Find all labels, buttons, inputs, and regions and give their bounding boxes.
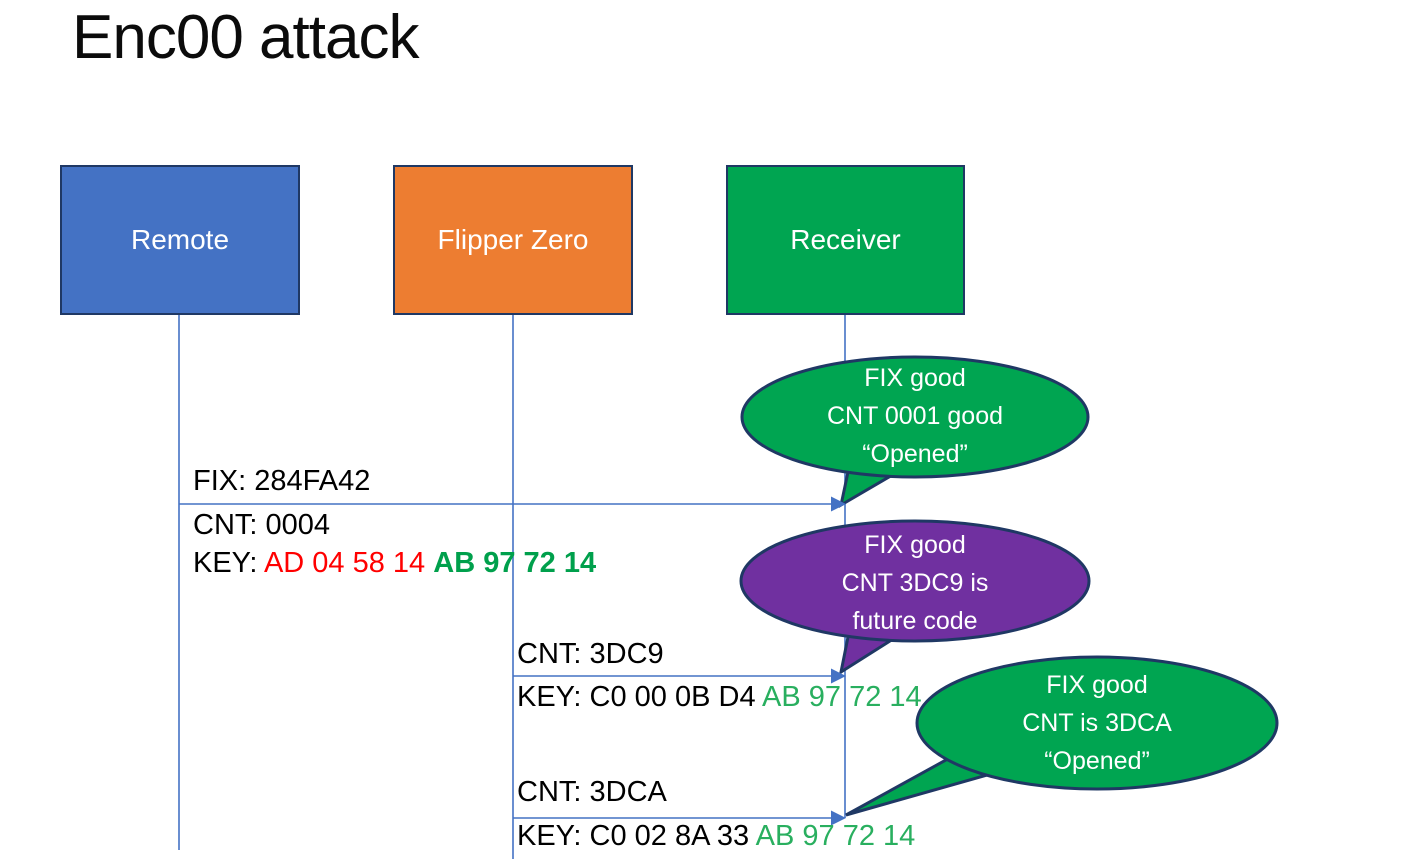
message1-key-green-bytes: AB 97 72 14	[433, 547, 597, 579]
bubble1-line1: FIX good	[864, 364, 966, 392]
speech-bubble-fix-cnt0001	[740, 355, 1090, 509]
bubble2-line3: future code	[852, 607, 978, 635]
speech-bubble2-text: FIX good CNT 3DC9 is future code	[765, 526, 1065, 640]
actor-box-remote: Remote	[60, 165, 300, 315]
message2-key-green-bytes: AB 97 72 14	[762, 681, 922, 713]
speech-bubble-body	[915, 655, 1279, 791]
message3-key-green-bytes: AB 97 72 14	[755, 820, 916, 852]
arrow-remote-to-receiver	[179, 496, 846, 512]
arrow-flipper-to-receiver-1	[513, 668, 846, 684]
arrow-flipper-to-receiver-2	[513, 810, 846, 826]
speech-bubble-body	[740, 355, 1090, 479]
actor-box-receiver: Receiver	[726, 165, 965, 315]
arrowhead-icon	[831, 668, 846, 684]
arrowhead-icon	[831, 496, 846, 512]
actor-box-flipper-zero: Flipper Zero	[393, 165, 633, 315]
bubble1-line2: CNT 0001 good	[826, 402, 1004, 430]
bubble3-line2: CNT is 3DCA	[1022, 709, 1172, 737]
message3-cnt-label: CNT: 3DCA	[517, 776, 667, 808]
message2-key-prefix: KEY: C0 00 0B D4	[517, 681, 763, 713]
message1-cnt-label: CNT: 0004	[193, 509, 331, 541]
message2-cnt-label: CNT: 3DC9	[517, 638, 664, 670]
speech-bubble-fix-cnt3dca	[845, 655, 1279, 817]
bubble1-line3: “Opened”	[862, 440, 968, 468]
bubble3-line3: “Opened”	[1044, 747, 1150, 775]
speech-bubble-fix-cnt3dc9	[739, 519, 1091, 676]
arrowhead-icon	[831, 810, 846, 826]
actor-label-remote: Remote	[130, 224, 230, 255]
bubble2-line2: CNT 3DC9 is	[841, 569, 989, 597]
message1-key-label: KEY: AD 04 58 14 AB 97 72 14	[193, 547, 597, 580]
actor-label-receiver: Receiver	[790, 224, 901, 255]
speech-bubble1-text: FIX good CNT 0001 good “Opened”	[765, 359, 1065, 473]
actor-label-flipper-zero: Flipper Zero	[437, 224, 589, 255]
message2-key-label: KEY: C0 00 0B D4 AB 97 72 14	[517, 681, 922, 714]
message1-key-red-bytes: AD 04 58 14	[263, 547, 434, 579]
bubble2-line1: FIX good	[864, 531, 966, 559]
message1-key-prefix: KEY:	[193, 547, 264, 579]
speech-bubble3-text: FIX good CNT is 3DCA “Opened”	[947, 666, 1247, 780]
message3-key-prefix: KEY: C0 02 8A 33	[517, 820, 756, 852]
speech-bubble-body	[739, 519, 1091, 643]
page-title: Enc00 attack	[72, 3, 419, 72]
message3-key-label: KEY: C0 02 8A 33 AB 97 72 14	[517, 820, 916, 853]
message1-fix-label: FIX: 284FA42	[193, 465, 371, 497]
bubble3-line1: FIX good	[1046, 671, 1148, 699]
